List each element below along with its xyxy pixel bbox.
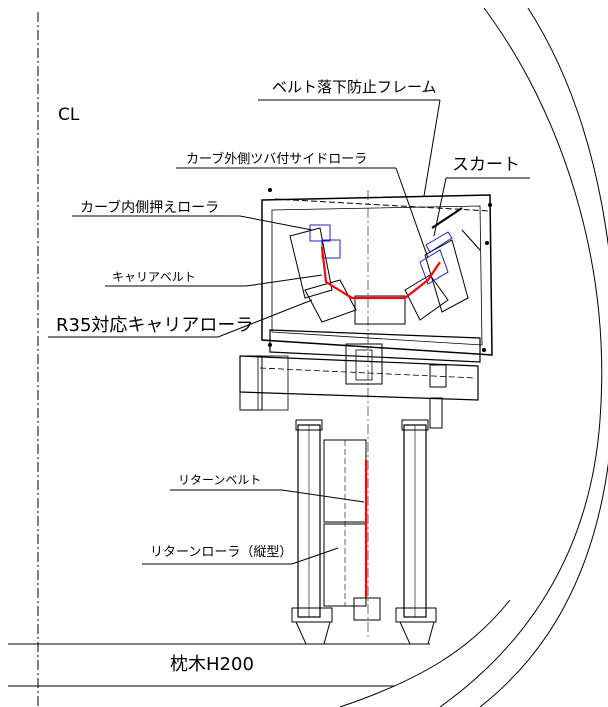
leader-belt-fall-frame-2 xyxy=(423,99,441,197)
leg-cap-right xyxy=(401,419,429,431)
leader-r35-carrier-roller-2 xyxy=(217,299,313,338)
frame-bolt xyxy=(268,188,272,192)
leader-carrier-belt-2 xyxy=(245,274,323,287)
frame-bolt xyxy=(485,241,489,245)
carrier-belt xyxy=(320,246,441,300)
frame-bolt xyxy=(482,348,486,352)
leader-return-belt-2 xyxy=(281,489,365,503)
left-wing-roller xyxy=(289,227,333,299)
right-wing-roller xyxy=(424,239,469,313)
skirt-blue xyxy=(425,231,453,253)
center-clamp xyxy=(345,343,383,385)
right-bracket-ear xyxy=(429,397,443,429)
inner-press-roller-blue xyxy=(309,224,331,242)
center-clamp-inner xyxy=(355,349,373,381)
tunnel-arc-inner xyxy=(439,7,603,707)
lower-bracket xyxy=(239,355,479,401)
belt-fall-frame xyxy=(261,194,493,356)
right-roller xyxy=(404,274,449,321)
left-bracket-block xyxy=(239,355,263,411)
bottom-clamp xyxy=(353,597,381,621)
sleeper-label: 枕木H200 xyxy=(170,654,254,675)
skirt-brace xyxy=(461,229,481,251)
inner-press-roller-blue-2 xyxy=(321,239,341,259)
tunnel-arc-base xyxy=(339,599,511,707)
left-roller xyxy=(304,279,357,323)
label-return-belt: リターンベルト xyxy=(178,473,261,487)
label-belt-fall-frame: ベルト落下防止フレーム xyxy=(272,78,437,96)
left-bracket-block-2 xyxy=(257,355,289,411)
center-line-label: CL xyxy=(58,105,80,125)
label-curve-inner-press-roller: カーブ内側押えローラ xyxy=(80,199,219,216)
skirt-plate xyxy=(431,207,463,229)
center-roller xyxy=(354,295,406,325)
frame-bolt xyxy=(488,203,492,207)
base-skid-left xyxy=(295,621,331,645)
outer-side-roller-blue xyxy=(419,249,449,285)
label-return-roller-vertical: リターンローラ（縦型） xyxy=(150,545,292,560)
carrier-base-beam xyxy=(269,329,481,363)
base-skid-right xyxy=(399,621,435,645)
belt-fall-frame-inner xyxy=(271,205,483,346)
foot-plate-right xyxy=(395,607,437,623)
leg-cap-left xyxy=(295,419,323,431)
tunnel-arc-outer xyxy=(479,7,608,707)
leader-return-roller-vertical-2 xyxy=(291,547,339,565)
label-skirt: スカート xyxy=(452,155,520,175)
leader-skirt-2 xyxy=(433,177,447,237)
label-curve-outer-side-roller: カーブ外側ツバ付サイドローラ xyxy=(186,151,367,167)
right-bracket-bolt xyxy=(429,364,447,388)
label-r35-carrier-roller: R35対応キャリアローラ xyxy=(56,315,253,336)
leader-curve-inner-press-roller-2 xyxy=(239,215,313,231)
label-carrier-belt: キャリアベルト xyxy=(112,270,196,284)
leader-curve-outer-side-roller-2 xyxy=(395,167,429,259)
